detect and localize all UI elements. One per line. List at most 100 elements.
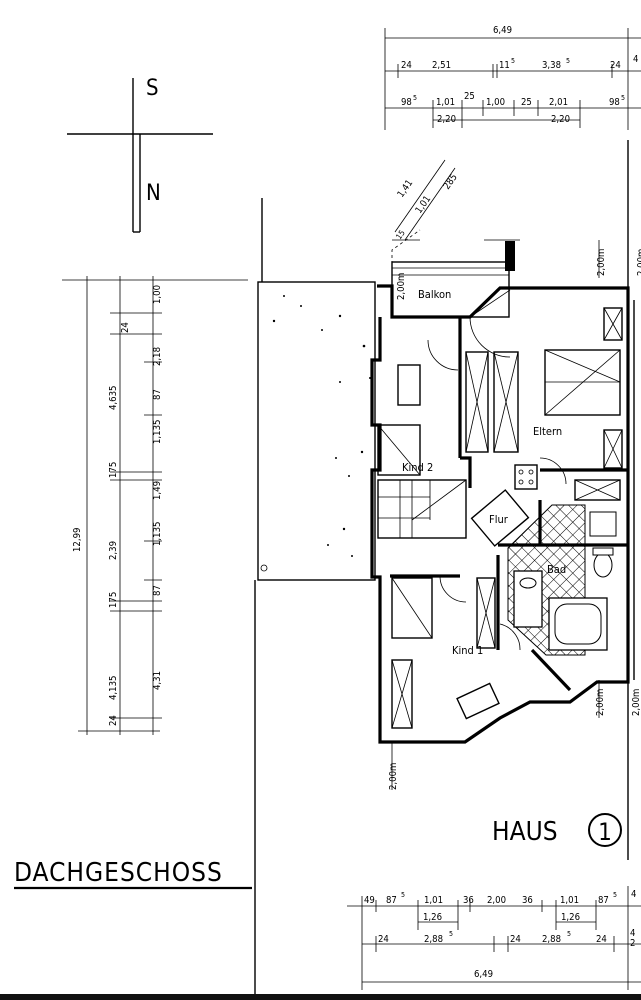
kind2-bed — [377, 424, 421, 476]
dim-balcony-height: 2,00m — [396, 273, 407, 300]
staircase — [377, 479, 467, 539]
floor-title: DACHGESCHOSS — [14, 858, 252, 890]
height-marker-bad: 2,00m — [595, 689, 606, 716]
eltern-cabinet-1 — [603, 307, 623, 341]
top-dimension-chain: 6,49 24 2,51 11 5 3,38 5 24 4 98 5 1,01 … — [384, 25, 641, 130]
room-label-kind2: Kind 2 — [402, 461, 433, 474]
height-marker-kind1: 2,00m — [388, 763, 399, 790]
dim-bot-r2-g: 2 — [630, 938, 635, 949]
height-marker-right: 2,00m — [636, 249, 641, 276]
compass-south-label: S — [146, 76, 159, 101]
bathtub-inner — [554, 603, 602, 645]
dim-left-c1-f: 24 — [108, 715, 119, 726]
dim-left-c1-b: 175 — [108, 462, 119, 478]
dim-left-c2-a: 1,00 — [152, 285, 163, 304]
room-label-flur: Flur — [489, 513, 509, 526]
eltern-cabinet-2 — [603, 429, 623, 469]
height-marker-right-bottom: 2,00m — [631, 689, 641, 716]
dim-left-total: 12,99 — [72, 528, 83, 552]
dim-left-c1-a: 4,635 — [108, 386, 119, 410]
kind1-bed — [391, 577, 433, 639]
scan-edge — [0, 994, 641, 1000]
dim-top-r1-b: 2,51 — [432, 60, 451, 71]
dim-balcony-a: 1,41 — [395, 178, 415, 200]
dim-bot-r1-h: 87 — [598, 895, 609, 906]
washbasin — [589, 511, 617, 537]
furniture — [377, 229, 623, 729]
toilet-icon — [593, 552, 613, 578]
kind1-wardrobe — [391, 659, 413, 729]
dim-bot-total: 6,49 — [474, 969, 493, 980]
eltern-wardrobe-2 — [493, 351, 519, 453]
dim-top-r2b-a: 2,20 — [437, 114, 456, 125]
dim-top-r1-d: 3,38 — [542, 60, 561, 71]
dim-bot-r2-e: 24 — [596, 934, 607, 945]
eltern-chest — [574, 479, 621, 501]
house-number-circle — [588, 813, 622, 847]
house-number: 1 — [598, 818, 612, 846]
dim-balcony-c: 285 — [441, 172, 459, 192]
dim-left-c2-h: 87 — [152, 585, 163, 596]
dim-top-r2-a-sup: 5 — [413, 94, 417, 102]
dim-left-c1-c: 2,39 — [108, 541, 119, 560]
dim-bot-r1b-a: 1,26 — [423, 912, 442, 923]
dim-top-r1-e: 24 — [610, 60, 621, 71]
kind2-desk — [397, 364, 421, 406]
dim-top-r1-c-sup: 5 — [511, 57, 515, 65]
dim-bot-r1b-b: 1,26 — [561, 912, 580, 923]
dim-top-total: 6,49 — [493, 25, 512, 36]
dim-balcony-d: 15 — [394, 228, 407, 241]
dim-left-c1-d: 175 — [108, 592, 119, 608]
dim-balcony-b: 1,01 — [413, 194, 433, 216]
dim-left-c2-d: 87 — [152, 389, 163, 400]
dim-top-r2-a: 98 — [401, 97, 412, 108]
flur-rug — [470, 489, 530, 547]
room-label-balkon: Balkon — [418, 288, 451, 301]
dim-bot-r2-f: 4 — [630, 928, 635, 939]
dim-top-r2-g: 98 — [609, 97, 620, 108]
floor-title-text: DACHGESCHOSS — [14, 858, 223, 888]
dim-bot-r1-h-sup: 5 — [613, 891, 617, 899]
room-label-eltern: Eltern — [533, 425, 562, 438]
dim-left-c2-e: 1,135 — [152, 420, 163, 444]
eltern-bed — [544, 349, 621, 416]
bottom-dimension-chain: 49 87 5 1,01 36 2,00 36 1,01 87 5 4 1,26… — [347, 886, 641, 990]
balcony-dimensions: 1,41 1,01 285 15 2,00m — [394, 159, 460, 300]
dim-top-r2-g-sup: 5 — [621, 94, 625, 102]
dim-bot-r1-d: 36 — [463, 895, 474, 906]
dim-top-r2-f: 2,01 — [549, 97, 568, 108]
dim-bot-r1-g: 1,01 — [560, 895, 579, 906]
dim-bot-r1-a: 49 — [364, 895, 375, 906]
eltern-stove — [514, 464, 538, 490]
room-labels: Balkon Eltern Kind 2 Flur Bad Kind 1 — [402, 288, 566, 657]
left-dimension-chain: 12,99 4,635 175 2,39 175 4,135 24 1,00 2… — [62, 276, 248, 735]
dim-top-r2-e: 25 — [521, 97, 532, 108]
house-label-text: HAUS — [492, 817, 558, 847]
dim-bot-r1-c: 1,01 — [424, 895, 443, 906]
kind1-cabinet — [476, 577, 496, 649]
terrace-outline — [257, 281, 376, 581]
dim-top-r1-a: 24 — [401, 60, 412, 71]
dim-left-c1-e: 4,135 — [108, 676, 119, 700]
dim-top-r1-d-sup: 5 — [566, 57, 570, 65]
terrace-area — [254, 198, 376, 1000]
dim-left-c2-i: 4,31 — [152, 671, 163, 690]
dim-top-r2b-b: 2,20 — [551, 114, 570, 125]
dim-bot-r2-b: 2,88 — [424, 934, 443, 945]
dim-bot-r1-b: 87 — [386, 895, 397, 906]
eltern-wardrobe-1 — [465, 351, 489, 453]
room-label-kind1: Kind 1 — [452, 644, 483, 657]
dim-bot-r2-b-sup: 5 — [449, 930, 453, 938]
dim-top-r2-d: 1,00 — [486, 97, 505, 108]
dim-left-c2-b: 24 — [120, 322, 131, 333]
dim-bot-r1-i: 4 — [631, 889, 636, 900]
bathroom-tiles — [507, 504, 617, 656]
dim-bot-r1-b-sup: 5 — [401, 891, 405, 899]
house-label: HAUS 1 — [492, 813, 622, 847]
dim-bot-r2-c: 24 — [510, 934, 521, 945]
compass: S N — [67, 76, 213, 233]
compass-north-label: N — [146, 181, 161, 206]
kind1-desk — [456, 682, 500, 720]
dim-bot-r1-f: 36 — [522, 895, 533, 906]
